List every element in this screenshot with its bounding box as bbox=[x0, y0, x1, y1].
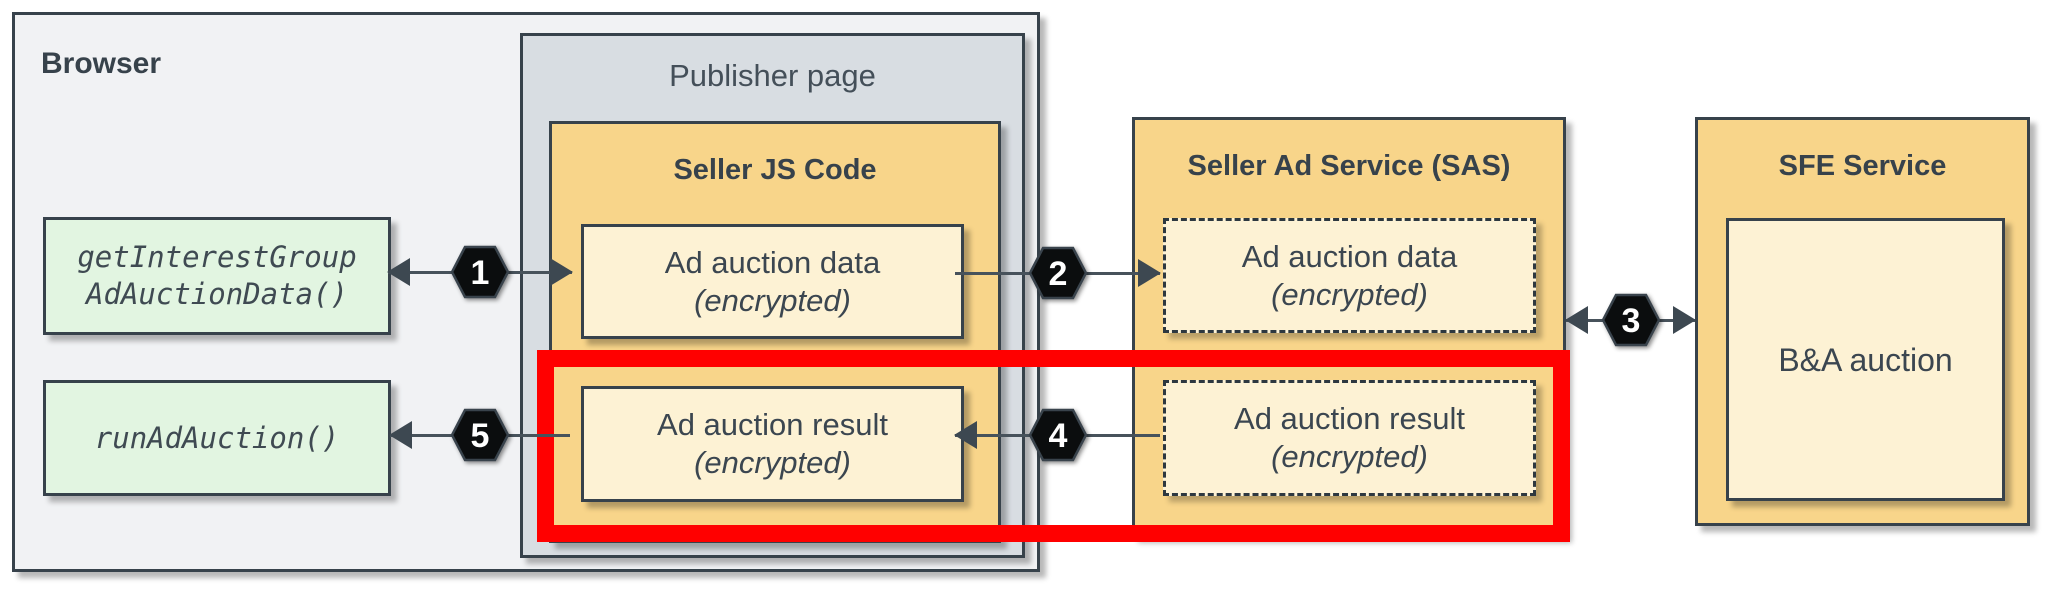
step-4-badge: 4 bbox=[1028, 408, 1087, 462]
ad-auction-data-sas-line1: Ad auction data bbox=[1241, 238, 1458, 274]
hexagon-icon: 2 bbox=[1028, 246, 1087, 300]
ba-auction-box: B&A auction bbox=[1726, 218, 2005, 501]
ad-auction-result-sas-line2: (encrypted) bbox=[1271, 439, 1428, 474]
hexagon-icon: 1 bbox=[451, 245, 509, 299]
seller-js-code-container: Seller JS Code Ad auction data (encrypte… bbox=[549, 121, 1001, 543]
ad-auction-data-js-box: Ad auction data (encrypted) bbox=[581, 224, 964, 339]
ad-auction-data-sas-box: Ad auction data (encrypted) bbox=[1163, 218, 1536, 333]
step-3-badge: 3 bbox=[1601, 293, 1660, 347]
ad-auction-result-js-line2: (encrypted) bbox=[694, 445, 851, 480]
ad-auction-result-sas-box: Ad auction result (encrypted) bbox=[1163, 380, 1536, 496]
seller-ad-service-title: Seller Ad Service (SAS) bbox=[1187, 150, 1511, 182]
ad-auction-result-js-line1: Ad auction result bbox=[657, 407, 888, 442]
ad-auction-result-js-box: Ad auction result (encrypted) bbox=[581, 386, 964, 502]
svg-text:2: 2 bbox=[1048, 255, 1067, 293]
get-interest-group-ad-auction-data-box: getInterestGroup AdAuctionData() bbox=[43, 217, 391, 335]
browser-container: Browser Publisher page Seller JS Code Ad… bbox=[12, 12, 1040, 572]
ad-auction-result-sas-line1: Ad auction result bbox=[1234, 401, 1465, 436]
red-highlight-rectangle bbox=[537, 350, 1570, 542]
arrowhead-right-icon bbox=[550, 258, 573, 286]
hexagon-icon: 4 bbox=[1028, 408, 1087, 462]
arrowhead-left-icon bbox=[387, 258, 410, 286]
step-1-badge: 1 bbox=[451, 245, 509, 299]
run-ad-auction-box: runAdAuction() bbox=[43, 380, 391, 496]
step-2-badge: 2 bbox=[1028, 246, 1087, 300]
arrowhead-left-icon bbox=[389, 421, 412, 449]
ad-auction-data-js-line1: Ad auction data bbox=[664, 244, 881, 280]
arrowhead-left-icon bbox=[954, 421, 977, 449]
arrowhead-left-icon bbox=[1565, 306, 1588, 334]
svg-text:5: 5 bbox=[471, 417, 490, 455]
sfe-service-title: SFE Service bbox=[1778, 150, 1947, 182]
publisher-page-container: Publisher page Seller JS Code Ad auction… bbox=[520, 33, 1025, 558]
svg-text:3: 3 bbox=[1621, 302, 1640, 340]
sfe-service-container: SFE Service B&A auction bbox=[1695, 117, 2030, 526]
browser-label: Browser bbox=[41, 47, 162, 80]
svg-text:4: 4 bbox=[1048, 417, 1067, 455]
run-ad-auction-line1: runAdAuction() bbox=[94, 420, 340, 455]
seller-js-code-title: Seller JS Code bbox=[673, 154, 877, 186]
arrowhead-right-icon bbox=[1138, 259, 1161, 287]
hexagon-icon: 3 bbox=[1601, 293, 1660, 347]
arrowhead-right-icon bbox=[1673, 306, 1696, 334]
get-interest-group-line1: getInterestGroup bbox=[77, 240, 357, 274]
ba-auction-label: B&A auction bbox=[1778, 341, 1953, 378]
hexagon-icon: 5 bbox=[451, 408, 509, 462]
publisher-page-label: Publisher page bbox=[669, 58, 876, 93]
ad-auction-data-js-line2: (encrypted) bbox=[694, 282, 851, 318]
get-interest-group-line2: AdAuctionData() bbox=[86, 277, 348, 311]
ad-auction-data-sas-line2: (encrypted) bbox=[1271, 276, 1428, 312]
svg-text:1: 1 bbox=[471, 254, 490, 292]
seller-ad-service-container: Seller Ad Service (SAS) Ad auction data … bbox=[1132, 117, 1566, 537]
step-5-badge: 5 bbox=[451, 408, 509, 462]
